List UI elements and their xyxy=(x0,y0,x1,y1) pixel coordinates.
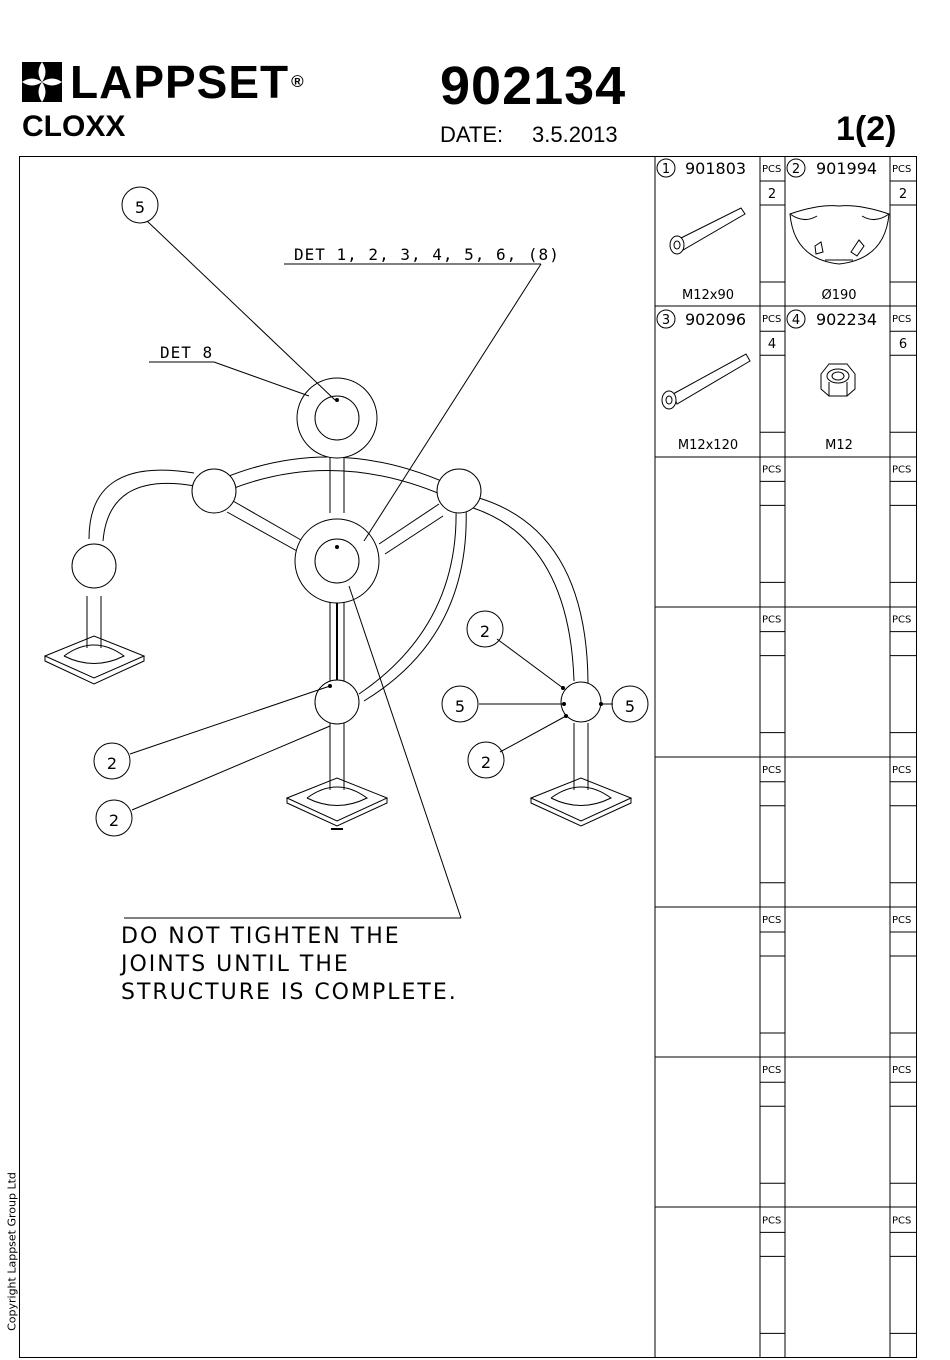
part-code: 901994 xyxy=(816,159,877,178)
nut-icon xyxy=(820,363,856,397)
callout-label: 2 xyxy=(107,754,117,773)
part-item-3: 3 902096 4 M12x120 xyxy=(656,309,776,453)
parts-table xyxy=(654,156,917,1358)
part-code: 902096 xyxy=(685,310,746,329)
bolt-icon xyxy=(669,207,746,255)
pcs-label: PCS xyxy=(892,615,911,626)
svg-text:2: 2 xyxy=(792,162,800,177)
part-qty: 4 xyxy=(768,337,776,352)
bolt-long-icon xyxy=(661,353,751,410)
pcs-label: PCS xyxy=(892,1215,911,1226)
callout-label: 2 xyxy=(481,753,491,772)
lappset-logo-icon xyxy=(22,62,62,102)
callout-5-top xyxy=(121,186,159,224)
lappset-logo: LAPPSET® xyxy=(22,58,304,106)
svg-text:3: 3 xyxy=(662,313,670,328)
leader-lines xyxy=(124,220,613,919)
callout-2-mid-right xyxy=(466,610,504,648)
pcs-label: PCS xyxy=(892,164,911,175)
product-name: CLOXX xyxy=(22,110,126,143)
part-spec: Ø190 xyxy=(821,288,856,303)
page-indicator: 1(2) xyxy=(836,110,897,148)
part-spec: M12 xyxy=(825,438,853,453)
callout-label: 5 xyxy=(135,198,145,217)
base-right xyxy=(529,723,633,827)
callout-label: 5 xyxy=(625,697,635,716)
document-number: 902134 xyxy=(440,56,627,116)
part-spec: M12x120 xyxy=(678,438,738,453)
pcs-label: PCS xyxy=(762,1215,781,1226)
part-item-2: 2 901994 2 Ø190 xyxy=(786,158,907,303)
callout-circles xyxy=(93,186,649,837)
part-spec: M12x90 xyxy=(682,288,734,303)
callout-5-left xyxy=(441,685,479,723)
brand-name: LAPPSET® xyxy=(70,56,305,108)
date-label: DATE: xyxy=(440,122,504,147)
pcs-label: PCS xyxy=(892,464,911,475)
callout-2-low-right xyxy=(467,741,505,779)
part-qty: 2 xyxy=(899,187,907,202)
pcs-label: PCS xyxy=(762,314,781,325)
pcs-label: PCS xyxy=(762,164,781,175)
det-main-label: DET 1, 2, 3, 4, 5, 6, (8) xyxy=(294,245,560,264)
date-value: 3.5.2013 xyxy=(532,122,618,147)
copyright-text: Copyright Lappset Group Ltd xyxy=(5,1172,19,1331)
pcs-label: PCS xyxy=(762,615,781,626)
pcs-label: PCS xyxy=(892,314,911,325)
pcs-label: PCS xyxy=(892,915,911,926)
svg-text:1: 1 xyxy=(662,162,670,177)
pcs-label: PCS xyxy=(762,765,781,776)
pcs-label: PCS xyxy=(762,915,781,926)
callout-5-right xyxy=(611,685,649,723)
balls xyxy=(71,377,602,725)
base-left xyxy=(43,596,146,685)
assembly-drawing: 5 2 5 5 2 2 2 DET 1, 2, 3, 4, 5, 6, (8) … xyxy=(43,156,917,1358)
callout-2-left-lower xyxy=(95,799,133,837)
callout-label: 2 xyxy=(109,811,119,830)
base-center xyxy=(285,721,389,830)
callout-label: 2 xyxy=(480,622,490,641)
part-qty: 2 xyxy=(768,187,776,202)
assembly-note-line: STRUCTURE IS COMPLETE. xyxy=(121,980,458,1005)
pcs-label: PCS xyxy=(892,765,911,776)
part-item-1: 1 901803 2 M12x90 xyxy=(656,158,776,303)
ball-half-icon xyxy=(789,205,890,265)
callout-2-left-upper xyxy=(93,742,131,780)
pcs-label: PCS xyxy=(762,464,781,475)
part-item-4: 4 902234 6 M12 xyxy=(786,309,907,453)
pcs-label: PCS xyxy=(762,1065,781,1076)
callout-label: 5 xyxy=(455,697,465,716)
svg-text:4: 4 xyxy=(792,313,800,328)
assembly-note-line: JOINTS UNTIL THE xyxy=(119,952,350,977)
assembly-note-line: DO NOT TIGHTEN THE xyxy=(121,924,401,949)
det-8-label: DET 8 xyxy=(160,343,213,362)
pcs-label: PCS xyxy=(892,1065,911,1076)
part-qty: 6 xyxy=(899,337,907,352)
registered-mark: ® xyxy=(291,72,305,91)
part-code: 902234 xyxy=(816,310,877,329)
part-code: 901803 xyxy=(685,159,746,178)
